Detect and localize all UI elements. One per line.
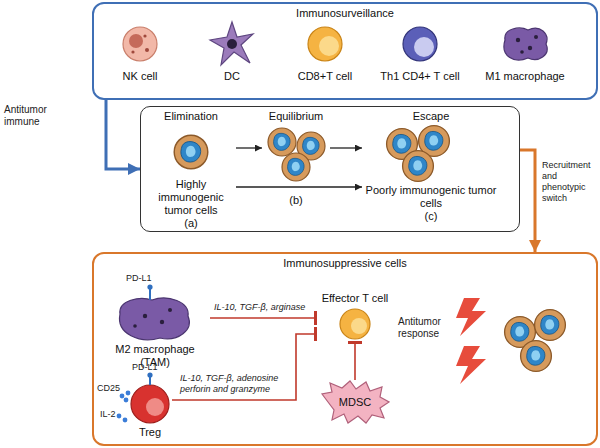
heading-holder: Immunosuppressive cells (283, 257, 407, 270)
arrow (236, 147, 262, 148)
heading: Immunosurveillance (296, 7, 394, 20)
heading: Elimination (164, 110, 218, 123)
cd8-t-cell-icon (308, 27, 342, 61)
callout-label: Antitumor response (398, 316, 454, 340)
label-holder: PD-L1 (126, 273, 152, 284)
node-label: (c) (364, 210, 498, 223)
heading-holder: Immunosurveillance (296, 7, 394, 20)
mdsc-cell: MDSC (320, 380, 390, 424)
edge-label: IL-10, TGF-β, arginase (214, 302, 314, 313)
node-label: Highly immunogenic tumor cells (148, 178, 234, 217)
panel: Elimination Equilibrium EscapeHighly immun… (140, 106, 520, 232)
cell-outline (322, 381, 389, 423)
heading-holder: Equilibrium (269, 110, 323, 123)
cell-label: NK cell (95, 24, 185, 83)
inhibition-line (354, 341, 356, 380)
m1-macrophage-icon (504, 28, 547, 60)
node-label: Effector T cell (319, 292, 391, 305)
tumor-stage: Poorly immunogenic tumor cells(c) (362, 128, 500, 223)
arrow (236, 186, 362, 187)
cell-label: DC (187, 24, 277, 83)
heading-holder: Elimination (164, 110, 218, 123)
node-label: NK cell (97, 70, 183, 83)
tumor-stage: Highly immunogenic tumor cells(a) (146, 128, 236, 230)
edge-label: Antitumor immune (4, 104, 62, 128)
nk-cell-icon (123, 27, 157, 61)
cell-label: CD8+T cell (280, 24, 370, 83)
tumor-stage: (b) (262, 128, 330, 207)
node-label: Poorly immunogenic tumor cells (364, 184, 498, 210)
cell-label: Effector T cell (317, 292, 393, 341)
effector-t-cell-icon (340, 309, 370, 339)
dc-icon (210, 22, 253, 65)
arrow (330, 147, 362, 148)
node-label: DC (189, 70, 275, 83)
tumor-cell-group (505, 310, 566, 372)
panel: Immunosurveillance NK cell DC CD8+T cell Th1… (92, 2, 598, 100)
treg-icon (117, 372, 169, 423)
lightning-bolt (456, 298, 486, 384)
edge-label: Recruitment and phenotypic switch (542, 160, 598, 204)
panel: Immunosuppressive cells M2 macrophage (TA… (92, 252, 598, 446)
cell-label: Th1 CD4+ T cell (375, 24, 465, 83)
label-holder: Recruitment and phenotypic switch (542, 160, 598, 204)
edge-label: IL-10, TGF-β, adenosine perforin and gra… (180, 373, 292, 395)
callout-label: PD-L1 (132, 362, 158, 373)
cell-label: M2 macrophage (TAM) (100, 285, 210, 369)
cell-label: M1 macrophage (480, 24, 570, 83)
node-label: (a) (148, 217, 234, 230)
node-label: M1 macrophage (482, 70, 568, 83)
heading: Equilibrium (269, 110, 323, 123)
heading: Immunosuppressive cells (283, 257, 407, 270)
heading: Escape (413, 110, 450, 123)
label-holder: IL-10, TGF-β, adenosine perforin and gra… (180, 373, 292, 395)
callout-label: IL-2 (100, 409, 116, 420)
tumor-cell-group (268, 128, 325, 181)
label-holder: Antitumor response (398, 316, 454, 340)
m2-macrophage-icon (120, 284, 190, 339)
arrow (106, 100, 140, 169)
tumor-cell-icon (174, 135, 208, 169)
heading-holder: Escape (413, 110, 450, 123)
cell-label: Treg (128, 382, 172, 439)
node-label: Th1 CD4+ T cell (377, 70, 463, 83)
arrow (520, 150, 535, 252)
callout-label: PD-L1 (126, 273, 152, 284)
tumor-cell-group (387, 126, 450, 182)
label-holder: CD25 (97, 383, 120, 394)
node-label: MDSC (322, 396, 388, 409)
node-label: CD8+T cell (282, 70, 368, 83)
node-label: (b) (264, 194, 328, 207)
inhibition-line (210, 317, 317, 319)
label-holder: Antitumor immune (4, 104, 62, 128)
callout-label: CD25 (97, 383, 120, 394)
label-holder: IL-2 (100, 409, 116, 420)
label-holder: PD-L1 (132, 362, 158, 373)
node-label: Treg (130, 426, 170, 439)
label-holder: IL-10, TGF-β, arginase (214, 302, 314, 313)
th1-cell-icon (403, 27, 437, 61)
